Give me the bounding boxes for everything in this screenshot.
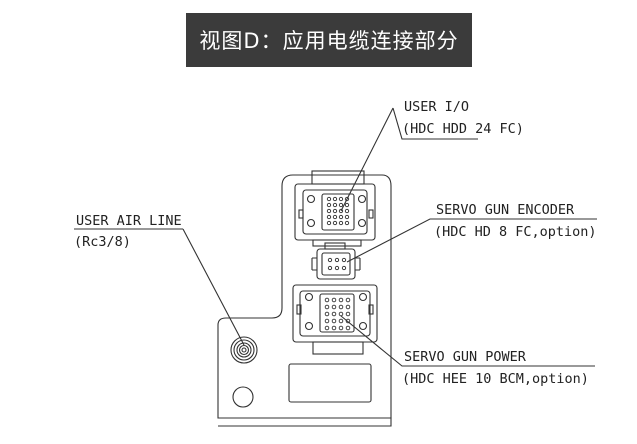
user-air-line-fitting (230, 336, 258, 364)
servo-gun-encoder-connector (311, 242, 361, 280)
user-air-line-spec: (Rc3/8) (74, 234, 131, 250)
user-io-spec: (HDC HDD 24 FC) (402, 121, 524, 137)
user-io-label: USER I/O (404, 99, 469, 115)
servo-gun-power-spec: (HDC HEE 10 BCM,option) (402, 371, 589, 387)
user-io-connector (294, 170, 376, 247)
leader-user-io (340, 107, 478, 212)
view-title-banner: 视图D：应用电缆连接部分 (186, 13, 472, 67)
mounting-hole (232, 386, 254, 408)
view-title: 视图D：应用电缆连接部分 (199, 29, 459, 53)
servo-gun-encoder-spec: (HDC HD 8 FC,option) (434, 224, 597, 240)
user-air-line-label: USER AIR LINE (76, 213, 182, 229)
panel-outline (217, 174, 392, 419)
servo-gun-power-connector (292, 284, 378, 355)
servo-gun-power-label: SERVO GUN POWER (404, 349, 527, 365)
leader-user-air-line (74, 228, 245, 346)
servo-gun-encoder-label: SERVO GUN ENCODER (436, 202, 575, 218)
panel-bottom-lip (218, 417, 392, 427)
leader-servo-gun-power (340, 315, 595, 367)
blank-plate (288, 363, 372, 403)
leader-servo-gun-encoder (346, 218, 597, 263)
